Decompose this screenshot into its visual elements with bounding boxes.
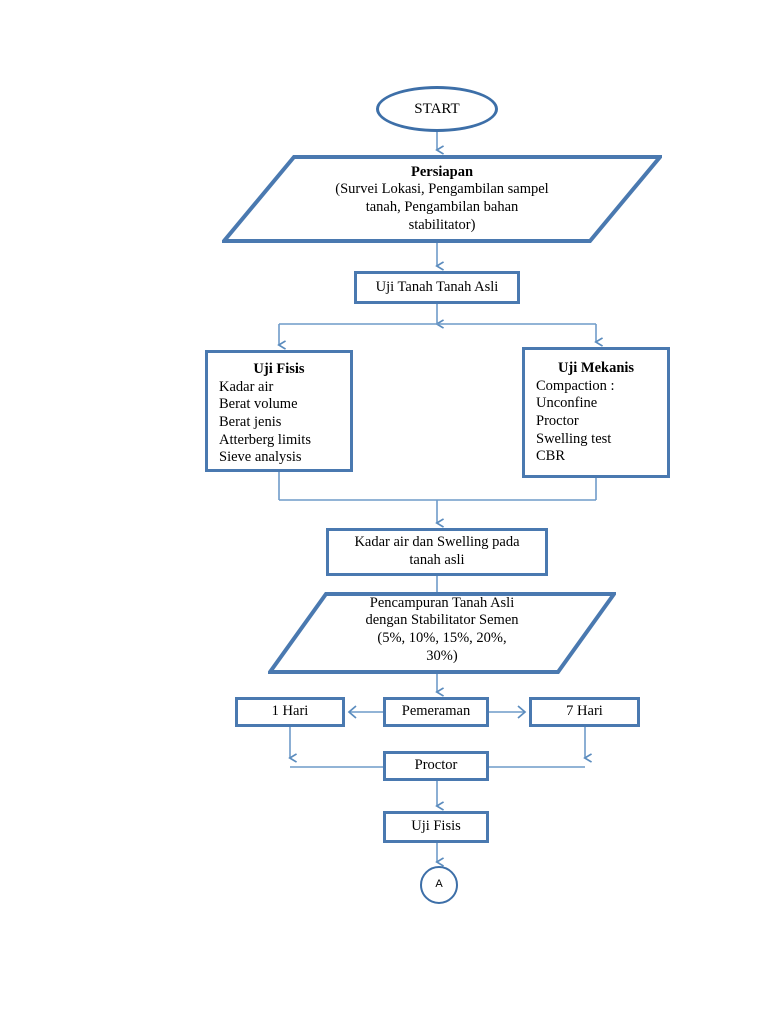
node-pencampuran[interactable]: Pencampuran Tanah Asli dengan Stabilitat… <box>268 592 616 674</box>
node-persiapan-line3: stabilitator) <box>408 216 476 233</box>
node-uji-fisis[interactable]: Uji Fisis Kadar air Berat volume Berat j… <box>205 350 353 472</box>
node-uji-mekanis-item-3: Swelling test <box>536 430 612 447</box>
node-uji-mekanis-item-2: Proctor <box>536 413 579 430</box>
node-connector-a[interactable]: A <box>420 866 458 904</box>
node-kadar-swelling-line1: Kadar air dan Swelling pada <box>354 534 520 551</box>
node-uji-fisis-item-2: Berat jenis <box>219 414 282 431</box>
node-persiapan-line1: (Survei Lokasi, Pengambilan sampel <box>335 181 549 198</box>
node-pemeraman-label: Pemeraman <box>401 703 471 720</box>
node-persiapan-line2: tanah, Pengambilan bahan <box>365 199 519 215</box>
node-tujuh-hari-label: 7 Hari <box>566 703 603 720</box>
arrowhead-1hari <box>347 705 357 719</box>
node-uji-fisis-2-label: Uji Fisis <box>411 818 461 835</box>
node-uji-fisis-title: Uji Fisis <box>253 361 305 377</box>
node-uji-mekanis-item-4: CBR <box>536 448 566 465</box>
node-persiapan-title: Persiapan <box>410 163 474 180</box>
node-pencampuran-line4: 30%) <box>426 647 458 664</box>
node-kadar-swelling-line2: tanah asli <box>409 552 465 568</box>
node-uji-fisis-item-4: Sieve analysis <box>219 449 302 466</box>
node-uji-fisis-item-1: Berat volume <box>219 396 298 413</box>
parallelogram-shape-pencampuran <box>268 592 616 674</box>
node-uji-tanah-asli-label: Uji Tanah Tanah Asli <box>375 278 499 295</box>
arrowhead-7hari <box>517 705 527 719</box>
node-uji-tanah-asli[interactable]: Uji Tanah Tanah Asli <box>354 271 520 304</box>
node-satu-hari[interactable]: 1 Hari <box>235 697 345 727</box>
parallelogram-shape-persiapan <box>222 155 662 243</box>
node-pencampuran-line1: Pencampuran Tanah Asli <box>369 594 515 611</box>
node-pemeraman[interactable]: Pemeraman <box>383 697 489 727</box>
node-uji-fisis-item-3: Atterberg limits <box>219 431 311 448</box>
node-persiapan[interactable]: Persiapan (Survei Lokasi, Pengambilan sa… <box>222 155 662 243</box>
node-pencampuran-text: Pencampuran Tanah Asli dengan Stabilitat… <box>365 595 518 666</box>
node-uji-mekanis-title: Uji Mekanis <box>557 360 635 376</box>
node-uji-mekanis-item-1: Unconfine <box>536 395 598 412</box>
node-uji-fisis-2[interactable]: Uji Fisis <box>383 811 489 843</box>
node-kadar-swelling[interactable]: Kadar air dan Swelling pada tanah asli <box>326 528 548 576</box>
node-pencampuran-line2: dengan Stabilitator Semen <box>365 612 519 629</box>
node-satu-hari-label: 1 Hari <box>271 703 309 720</box>
node-uji-fisis-item-0: Kadar air <box>219 378 274 395</box>
node-proctor-label: Proctor <box>414 757 458 774</box>
node-start-label: START <box>414 100 460 117</box>
node-pencampuran-line3: (5%, 10%, 15%, 20%, <box>377 630 507 646</box>
node-proctor[interactable]: Proctor <box>383 751 489 781</box>
node-tujuh-hari[interactable]: 7 Hari <box>529 697 640 727</box>
node-start[interactable]: START <box>376 86 498 132</box>
node-connector-a-label: A <box>435 878 443 891</box>
node-uji-mekanis[interactable]: Uji Mekanis Compaction : Unconfine Proct… <box>522 347 670 478</box>
node-uji-mekanis-item-0: Compaction : <box>536 377 615 394</box>
